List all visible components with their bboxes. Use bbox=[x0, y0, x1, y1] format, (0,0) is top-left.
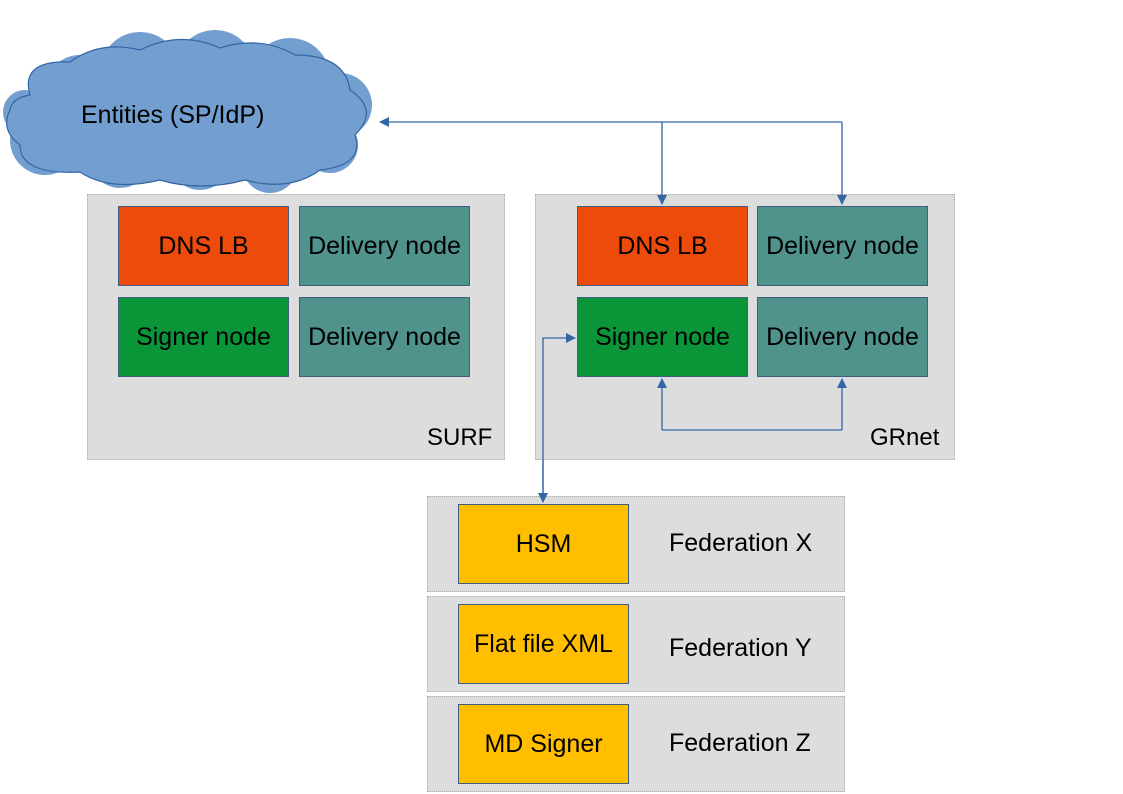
federation-x-box[interactable]: HSM bbox=[458, 504, 629, 584]
surf-delivery-node-2[interactable]: Delivery node bbox=[299, 297, 470, 377]
signer-to-hsm-connector bbox=[538, 333, 576, 503]
grnet-dns-lb[interactable]: DNS LB bbox=[577, 206, 748, 286]
federation-z-box[interactable]: MD Signer bbox=[458, 704, 629, 784]
grnet-delivery-node-1[interactable]: Delivery node bbox=[757, 206, 928, 286]
federation-y-box[interactable]: Flat file XML bbox=[458, 604, 629, 684]
surf-signer-node[interactable]: Signer node bbox=[118, 297, 289, 377]
cloud-to-grnet-connector bbox=[379, 117, 847, 205]
grnet-signer-delivery-connector bbox=[657, 378, 847, 431]
federation-x-label: Federation X bbox=[669, 529, 813, 557]
federation-y-label: Federation Y bbox=[669, 634, 812, 662]
surf-dns-lb[interactable]: DNS LB bbox=[118, 206, 289, 286]
federation-z-label: Federation Z bbox=[669, 729, 811, 757]
surf-group-label: SURF bbox=[427, 424, 493, 451]
surf-delivery-node-1[interactable]: Delivery node bbox=[299, 206, 470, 286]
grnet-signer-node[interactable]: Signer node bbox=[577, 297, 748, 377]
grnet-delivery-node-2[interactable]: Delivery node bbox=[757, 297, 928, 377]
entities-cloud-shape bbox=[3, 30, 372, 193]
entities-cloud-label: Entities (SP/IdP) bbox=[81, 101, 265, 129]
grnet-group-label: GRnet bbox=[870, 424, 940, 451]
